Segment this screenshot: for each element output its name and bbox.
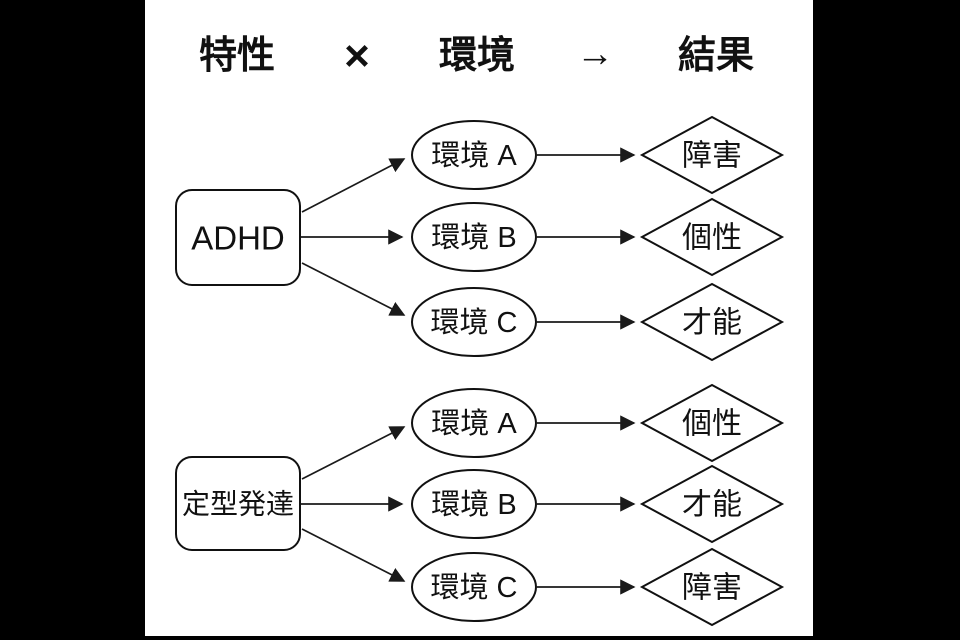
outcome-label: 個性 — [682, 222, 742, 255]
environment-ellipse — [411, 388, 537, 458]
diagram-page: 特性 × 環境 → 結果 ADHD 環境 A 障害 — [145, 0, 813, 636]
environment-label: 環境 A — [431, 407, 517, 440]
letterbox-left-bar — [0, 0, 145, 640]
outcome-diamond — [639, 383, 785, 463]
times-symbol: × — [344, 32, 370, 81]
environment-ellipse — [411, 120, 537, 190]
header-result-label: 結果 — [678, 35, 754, 77]
arrow-typical-to-env-c — [301, 528, 406, 582]
environment-ellipse — [411, 469, 537, 539]
environment-label: 環境 A — [431, 139, 517, 172]
environment-label: 環境 B — [431, 221, 516, 254]
header-row: 特性 × 環境 → 結果 — [199, 32, 754, 81]
adhd-source-label: ADHD — [191, 220, 285, 257]
letterbox-right-bar — [813, 0, 960, 640]
outcome-label: 障害 — [682, 572, 742, 605]
outcome-label: 才能 — [682, 489, 742, 522]
right-arrow-symbol: → — [576, 33, 614, 75]
diagram-canvas: 特性 × 環境 → 結果 ADHD 環境 A 障害 — [175, 32, 785, 627]
arrow-adhd-to-env-c — [301, 262, 406, 316]
environment-label: 環境 C — [430, 306, 517, 339]
header-environment-label: 環境 — [439, 35, 515, 77]
typical-source-box — [175, 456, 301, 551]
environment-ellipse — [411, 202, 537, 272]
outcome-label: 個性 — [682, 408, 742, 441]
arrow-typical-to-env-a — [301, 426, 406, 480]
environment-ellipse — [411, 287, 537, 357]
group-typical-development: 定型発達 環境 A 個性 環境 B 才能 環境 C — [175, 383, 785, 627]
environment-label: 環境 C — [430, 571, 517, 604]
adhd-source-box — [175, 189, 301, 286]
environment-ellipse — [411, 552, 537, 622]
arrow-adhd-to-env-a — [301, 158, 406, 213]
outcome-diamond — [639, 464, 785, 544]
header-trait-label: 特性 — [199, 35, 275, 77]
outcome-label: 才能 — [682, 307, 742, 340]
outcome-diamond — [639, 115, 785, 195]
outcome-label: 障害 — [682, 140, 742, 173]
group-adhd: ADHD 環境 A 障害 環境 B 個性 環境 C — [175, 115, 785, 362]
outcome-diamond — [639, 197, 785, 277]
outcome-diamond — [639, 547, 785, 627]
outcome-diamond — [639, 282, 785, 362]
environment-label: 環境 B — [431, 488, 516, 521]
typical-source-label: 定型発達 — [182, 489, 294, 520]
